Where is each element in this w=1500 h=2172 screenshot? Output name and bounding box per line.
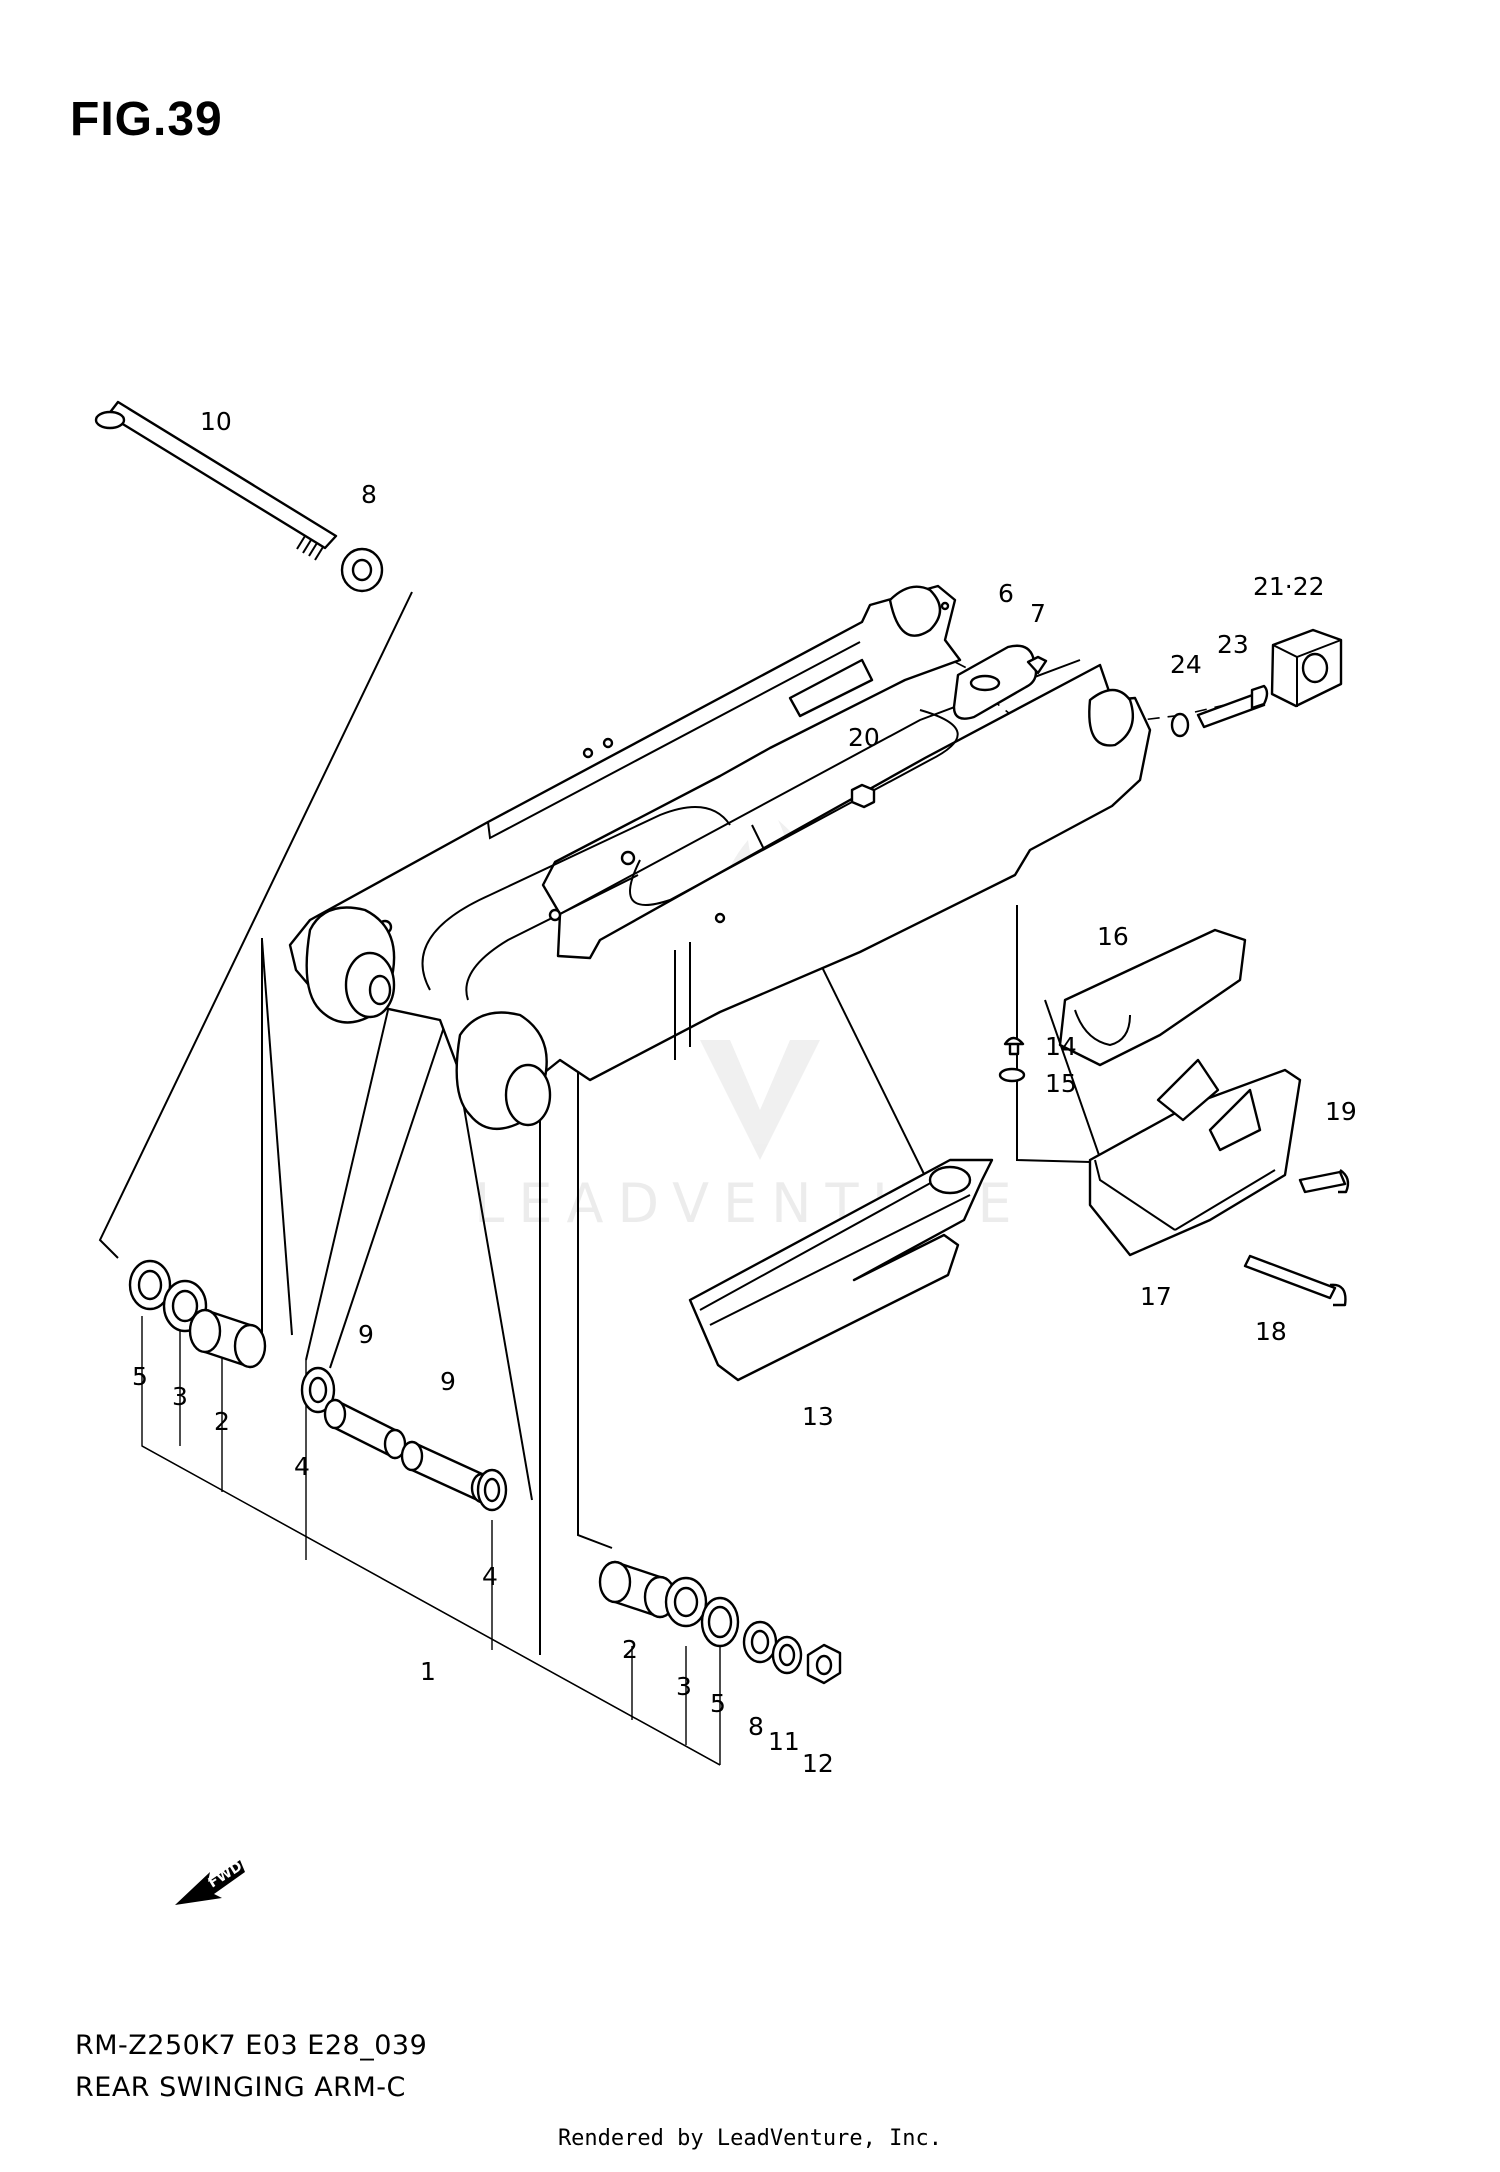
callout: 20 [848, 723, 880, 752]
callout: 4 [294, 1452, 310, 1481]
callout: 9 [440, 1367, 456, 1396]
callout: 10 [200, 407, 232, 436]
callout: 3 [676, 1672, 692, 1701]
callout: 9 [358, 1320, 374, 1349]
washer-15 [998, 1067, 1026, 1083]
swing-arm [288, 584, 1152, 1131]
render-credit-text: Rendered by LeadVenture, Inc. [557, 2126, 943, 2151]
needle-bearing-2-right [598, 1560, 677, 1619]
callout: 8 [748, 1712, 764, 1741]
forward-arrow-icon: FWD [175, 1858, 245, 1905]
callout: 2 [622, 1635, 638, 1664]
callout: 11 [768, 1727, 800, 1756]
section-name: REAR SWINGING ARM-C [75, 2072, 406, 2103]
callout: 8 [361, 480, 377, 509]
render-credit: Rendered by LeadVenture, Inc. [0, 2126, 1500, 2151]
model-code: RM-Z250K7 E03 E28_039 [75, 2030, 428, 2061]
chain-adjuster-plate [952, 644, 1048, 720]
callout: 4 [482, 1562, 498, 1591]
callout: 13 [802, 1402, 834, 1431]
callout: 17 [1140, 1282, 1172, 1311]
bolt-18 [1243, 1254, 1347, 1307]
callout: 18 [1255, 1317, 1287, 1346]
washer-24 [1170, 712, 1190, 738]
leader-lines [98, 591, 1255, 1766]
callout-labels: 10 8 6 7 21·22 23 24 20 16 14 15 19 17 1… [132, 407, 1357, 1778]
callout: 5 [132, 1362, 148, 1391]
callout: 5 [710, 1689, 726, 1718]
chain-adjuster-block [1270, 628, 1343, 708]
bolt-19 [1298, 1169, 1350, 1194]
callout: 3 [172, 1382, 188, 1411]
callout: 7 [1030, 599, 1046, 628]
callout: 15 [1045, 1069, 1077, 1098]
needle-bearing-2-left [188, 1308, 267, 1369]
adjuster-bolt [1196, 684, 1269, 729]
spacer-9-a [323, 1398, 407, 1460]
callout: 24 [1170, 650, 1202, 679]
callout: 14 [1045, 1032, 1077, 1061]
callout: 19 [1325, 1097, 1357, 1126]
nut-20 [850, 783, 876, 809]
callout: 6 [998, 579, 1014, 608]
fwd-label: FWD [206, 1858, 246, 1891]
callout: 16 [1097, 922, 1129, 951]
callout: 12 [802, 1749, 834, 1778]
callout: 23 [1217, 630, 1249, 659]
pivot-shaft [94, 400, 338, 561]
callout: 21·22 [1253, 572, 1325, 601]
chain-slider [688, 1158, 994, 1382]
figure-title: FIG.39 [70, 93, 223, 146]
chain-guide [1058, 928, 1302, 1257]
screw-14 [1003, 1036, 1025, 1056]
callout: 1 [420, 1657, 436, 1686]
callout: 2 [214, 1407, 230, 1436]
